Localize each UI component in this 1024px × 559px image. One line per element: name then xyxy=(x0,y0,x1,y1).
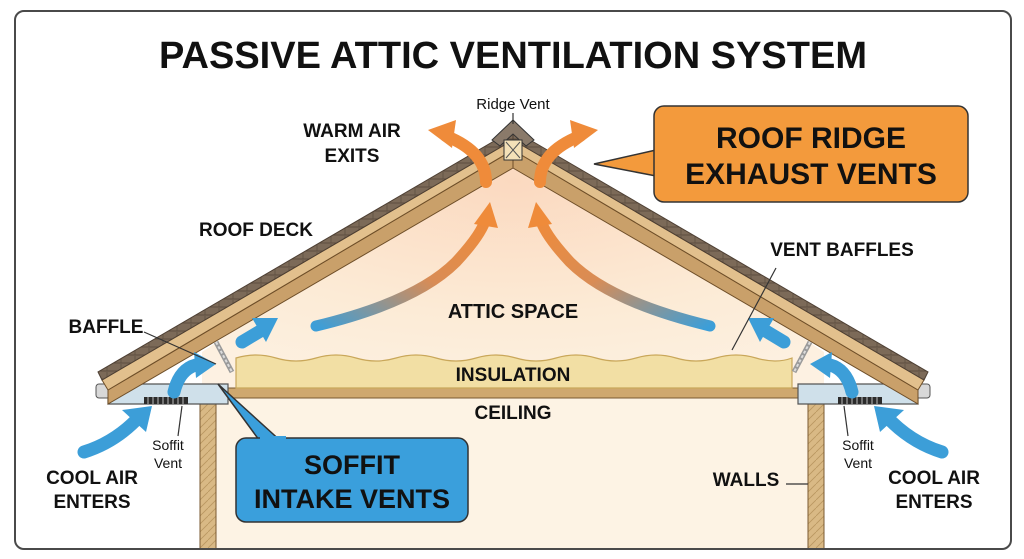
soffit-intake-callout: SOFFIT INTAKE VENTS xyxy=(217,383,469,523)
insulation-label: INSULATION xyxy=(456,365,571,386)
soffit-intake-callout-line1: SOFFIT xyxy=(304,450,400,480)
soffit-vent-right-line2: Vent xyxy=(844,455,872,471)
attic-space-area xyxy=(202,144,824,392)
ceiling-joist xyxy=(201,387,825,399)
diagram-title: PASSIVE ATTIC VENTILATION SYSTEM xyxy=(159,35,867,77)
soffit-vent-left-line2: Vent xyxy=(154,455,182,471)
cool-air-arrowhead-left xyxy=(122,406,152,432)
rising-air-arrow-right xyxy=(534,212,716,332)
soffit-vent-right-line1: Soffit xyxy=(842,437,874,453)
walls-label: WALLS xyxy=(713,470,780,491)
left-baffle xyxy=(213,340,235,374)
roof-deck-label: ROOF DECK xyxy=(199,220,313,241)
warm-air-label-line2: EXITS xyxy=(325,146,380,167)
ridge-vent-label: Ridge Vent xyxy=(476,96,550,113)
cool-air-arrow-left xyxy=(77,409,147,459)
attic-blue-arrow-right xyxy=(757,323,791,349)
cool-air-left-line2: ENTERS xyxy=(53,492,130,513)
ventilation-diagram: PASSIVE ATTIC VENTILATION SYSTEM xyxy=(46,35,980,548)
cool-air-arrowhead-right xyxy=(874,406,904,432)
rising-air-arrow-left xyxy=(310,212,492,332)
diagram-frame: PASSIVE ATTIC VENTILATION SYSTEM xyxy=(14,10,1012,550)
cool-air-arrow-right xyxy=(879,409,949,459)
soffit-curve-arrowhead-left xyxy=(194,352,216,378)
right-soffit-vent-grille xyxy=(838,397,882,404)
right-shingles xyxy=(512,129,929,381)
vent-baffles-label: VENT BAFFLES xyxy=(770,240,914,261)
cool-air-right-line2: ENTERS xyxy=(895,492,972,513)
exit-arrowhead-right xyxy=(570,120,598,148)
insulation-layer xyxy=(235,354,793,389)
cool-air-left-line1: COOL AIR xyxy=(46,468,138,489)
baffle-label: BAFFLE xyxy=(69,317,144,338)
attic-blue-arrow-left xyxy=(235,323,269,349)
ridge-exhaust-callout-line2: EXHAUST VENTS xyxy=(685,158,937,191)
rising-air-arrowhead-left xyxy=(474,202,498,228)
cool-air-right-line1: COOL AIR xyxy=(888,468,980,489)
right-wall xyxy=(807,391,825,548)
leader-lines xyxy=(143,113,849,485)
attic-space-label: ATTIC SPACE xyxy=(448,301,578,323)
left-soffit-vent-grille xyxy=(144,397,188,404)
soffit-vent-left-line1: Soffit xyxy=(152,437,184,453)
attic-blue-arrowhead-right xyxy=(748,318,774,342)
exit-arrowhead-left xyxy=(428,120,456,148)
ridge-exhaust-callout-line1: ROOF RIDGE xyxy=(716,122,906,155)
attic-blue-arrowhead-left xyxy=(252,318,278,342)
soffit-curve-arrowhead-right xyxy=(810,352,832,378)
left-wall xyxy=(199,391,217,548)
soffit-intake-callout-line2: INTAKE VENTS xyxy=(254,484,450,514)
warm-air-label-line1: WARM AIR xyxy=(303,121,401,142)
ridge-exhaust-callout: ROOF RIDGE EXHAUST VENTS xyxy=(593,105,969,203)
rising-air-arrowhead-right xyxy=(528,202,552,228)
ceiling-label: CEILING xyxy=(474,403,551,424)
right-baffle xyxy=(791,340,813,374)
